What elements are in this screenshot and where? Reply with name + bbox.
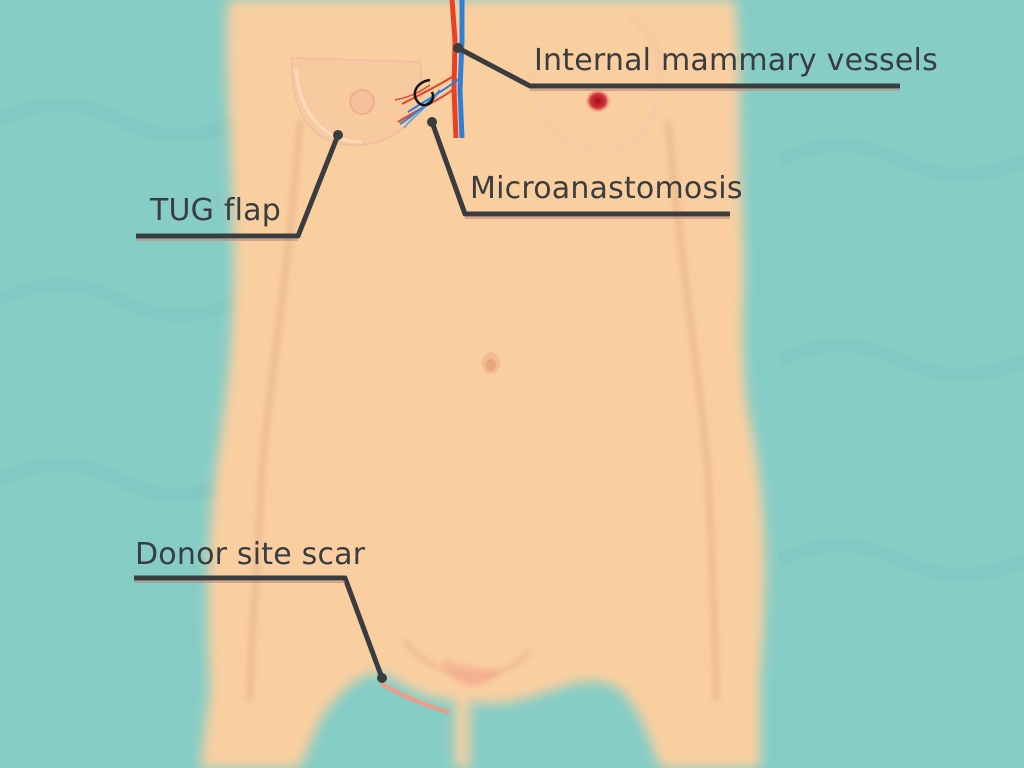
leader-line-tug-flap (136, 134, 341, 239)
internal-mammary-vessels (449, 0, 465, 139)
label-microanastomosis: Microanastomosis (470, 171, 743, 206)
reconstructed-nipple (349, 89, 375, 115)
label-internal-mammary-vessels: Internal mammary vessels (534, 43, 938, 78)
leader-dot-tug-flap (333, 130, 343, 140)
mammary-vein (457, 0, 465, 139)
leader-dot-microanastomosis (427, 117, 437, 127)
groin-crease (440, 660, 500, 687)
leader-lines (134, 43, 900, 683)
leader-line-internal-mammary (456, 45, 900, 89)
donor-scar (380, 682, 450, 714)
body-silhouette (200, 0, 766, 768)
right-arm-shade (665, 119, 719, 701)
leader-dot-donor-site (377, 673, 387, 683)
background-waves (0, 98, 1024, 582)
natural-breast (528, 12, 663, 153)
navel (482, 352, 500, 374)
label-donor-site-scar: Donor site scar (135, 537, 366, 572)
nipple (585, 89, 611, 113)
reconstructed-breast (290, 56, 423, 147)
anastomosis-suture-ring (413, 78, 435, 107)
leader-dot-internal-mammary (453, 43, 463, 53)
label-tug-flap: TUG flap (150, 193, 281, 228)
torso (200, 0, 766, 768)
leader-line-microanastomosis (429, 121, 730, 217)
mammary-artery (449, 0, 459, 139)
anastomosis-vessels (394, 74, 461, 129)
leader-line-donor-site (134, 575, 385, 679)
